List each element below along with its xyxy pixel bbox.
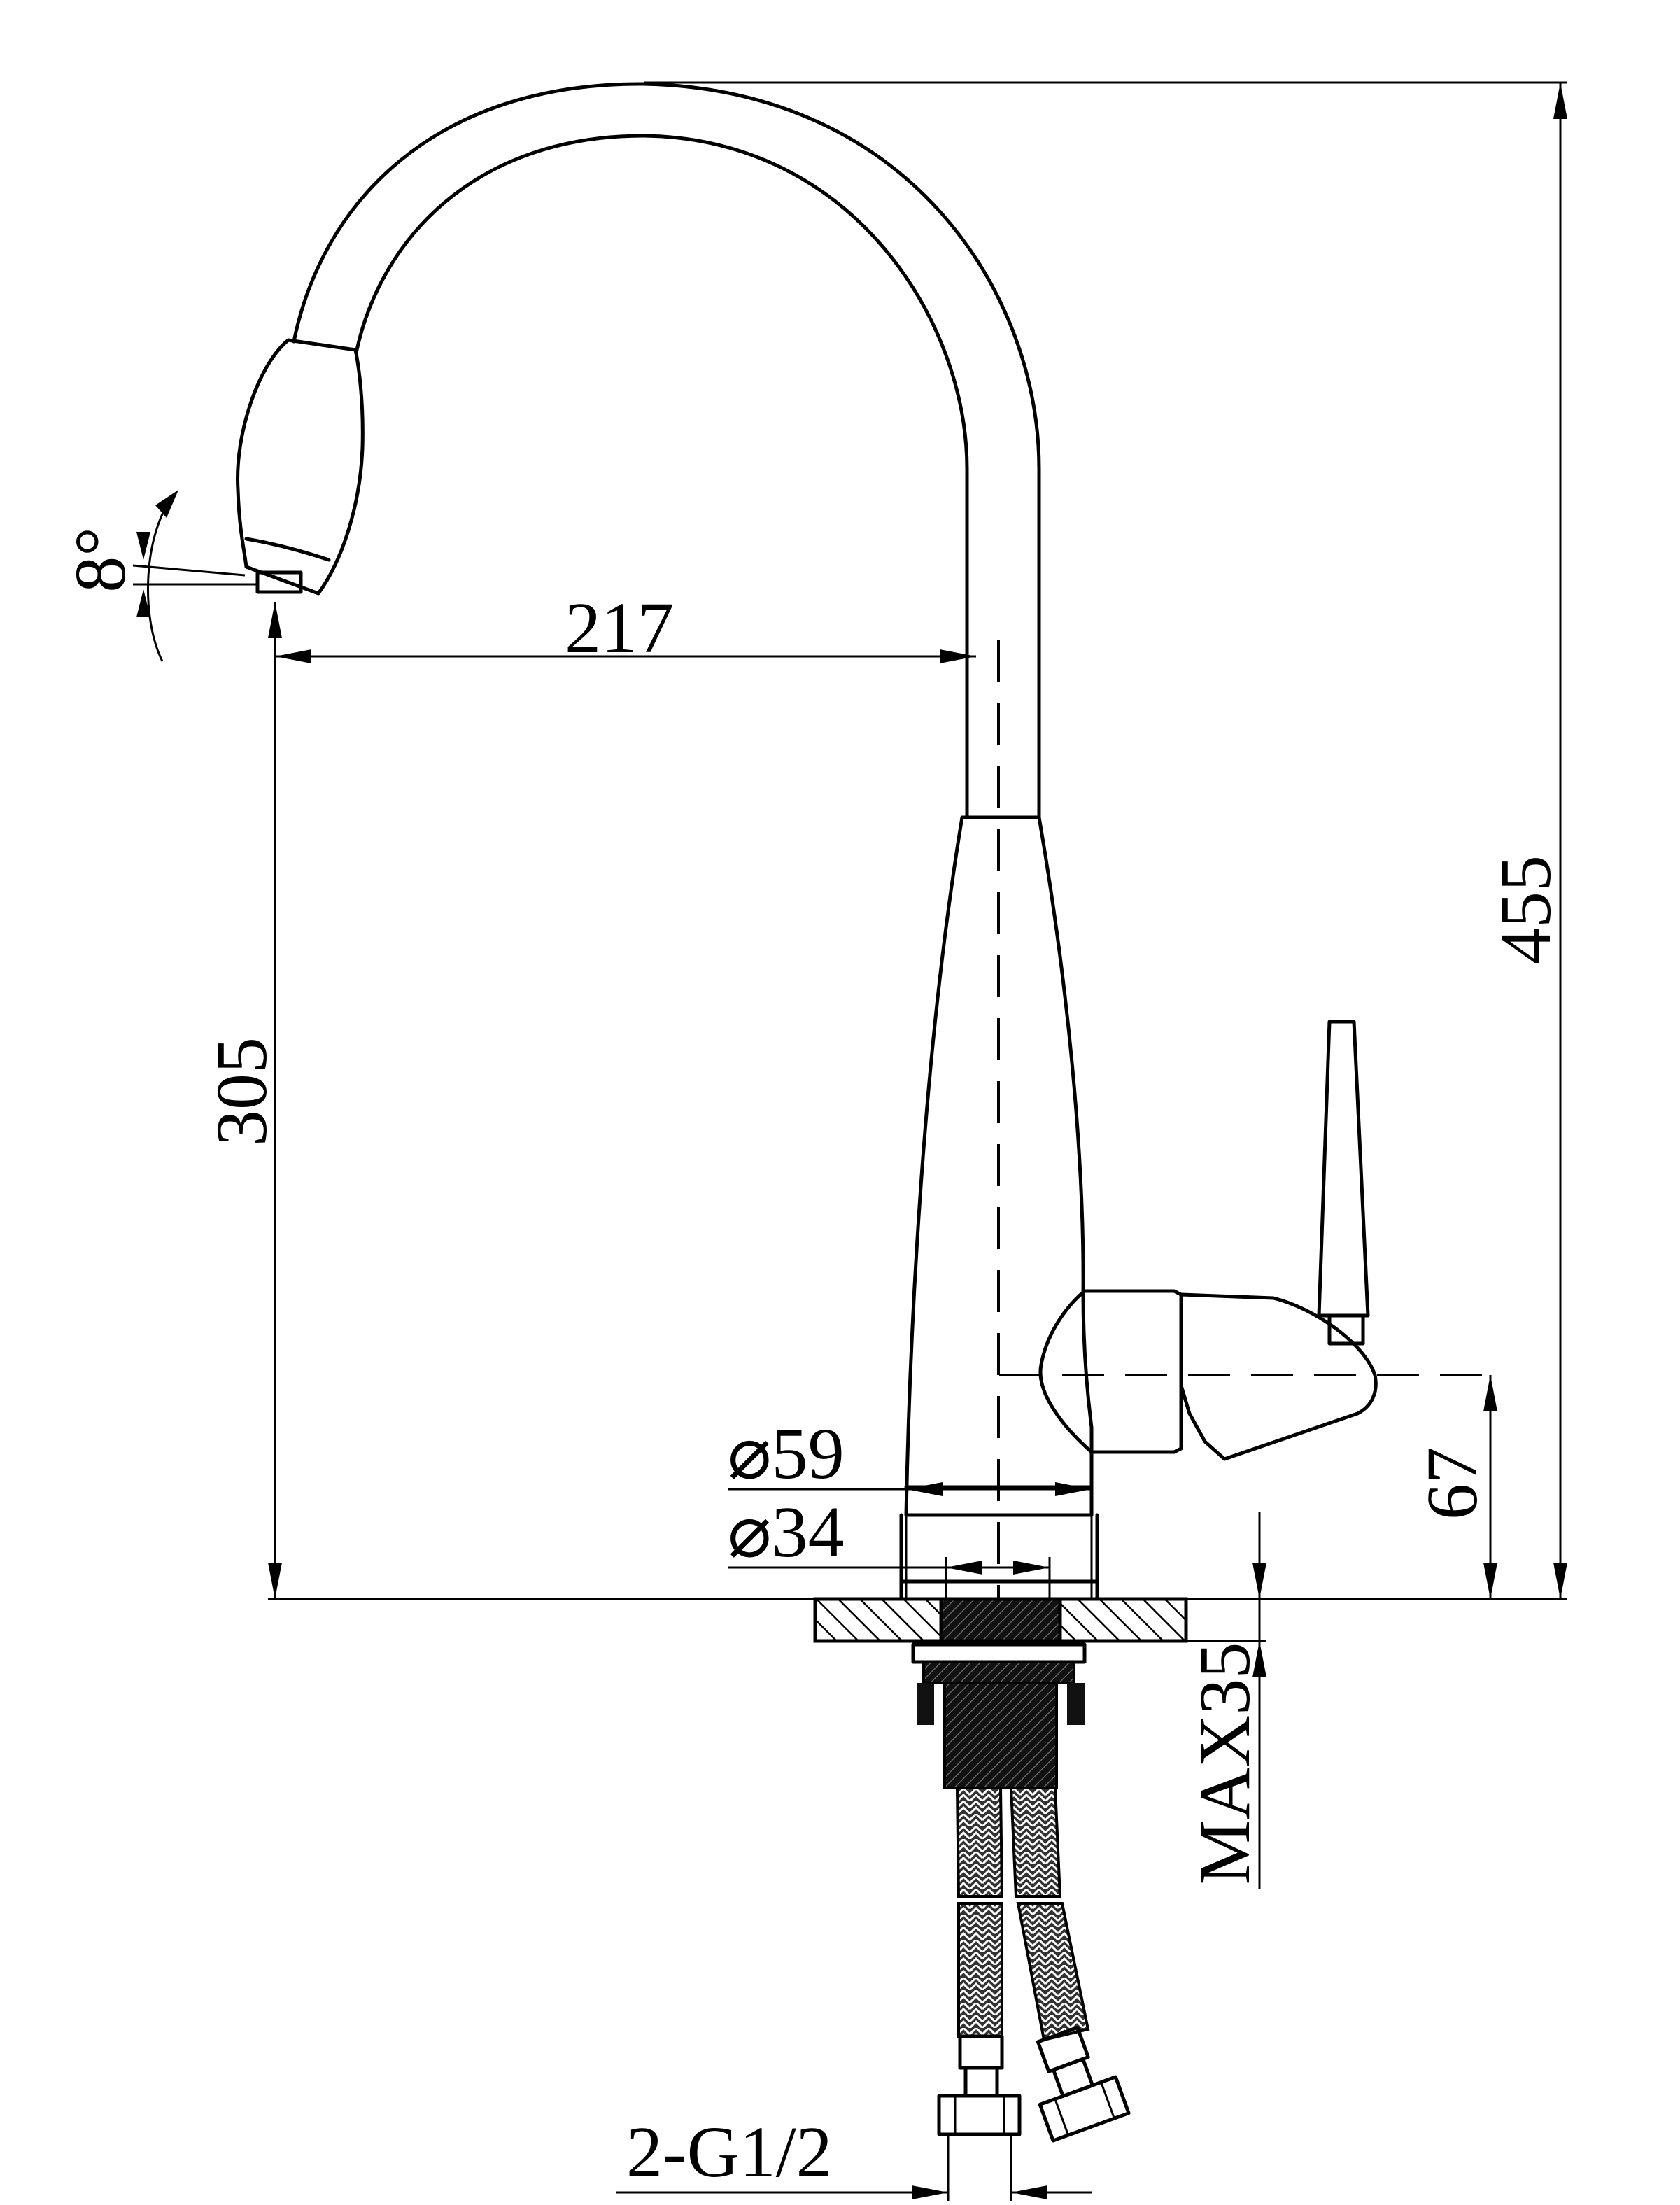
dim-base-diameter: ⌀34 (728, 1492, 1051, 1599)
dim-spout-angle: 8° (60, 490, 259, 662)
label-67: 67 (1412, 1447, 1492, 1520)
spout (292, 82, 1041, 819)
handle (1038, 1020, 1378, 1461)
mounting-hardware (911, 1642, 1087, 1789)
dim-max-thickness: MAX35 (1185, 1512, 1266, 1889)
spout-head (236, 338, 365, 596)
dim-overall-height: 455 (644, 81, 1567, 1599)
label-8-degrees: 8° (60, 527, 141, 593)
label-max35: MAX35 (1185, 1642, 1265, 1885)
dim-handle-height: 67 (1412, 1375, 1497, 1599)
center-lines (997, 640, 1497, 1599)
label-diameter-34: ⌀34 (728, 1492, 845, 1572)
label-217: 217 (565, 588, 674, 668)
label-305: 305 (202, 1037, 282, 1146)
counter-plate (813, 1597, 1188, 1643)
label-455: 455 (1485, 855, 1566, 964)
label-2-g1-2: 2-G1/2 (626, 2112, 833, 2192)
label-diameter-59: ⌀59 (728, 1414, 845, 1494)
dim-spout-reach: 217 (275, 588, 976, 668)
braided-hoses (937, 1787, 1131, 2143)
dim-connection: 2-G1/2 (616, 2112, 1092, 2201)
dim-body-diameter: ⌀59 (728, 1414, 1093, 1599)
dim-spout-height: 305 (202, 602, 282, 1599)
